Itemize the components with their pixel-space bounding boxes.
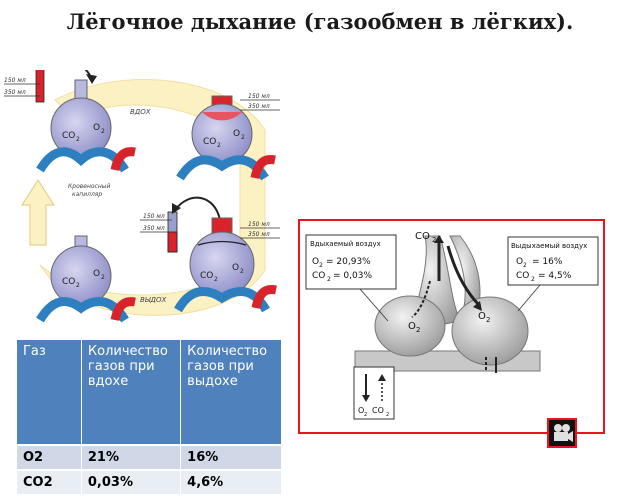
cycle-arrow-up <box>21 179 55 246</box>
alveoli-diagram: CO 2 O 2 O 2 Вдыхаемый воздух O 2 = 20,9… <box>305 231 599 420</box>
svg-text:капилляр: капилляр <box>72 191 102 198</box>
svg-text:CO: CO <box>372 406 384 415</box>
header-exhale: Количество газов при выдохе <box>180 340 282 446</box>
exhaled-o2-value: = 16% <box>532 257 563 267</box>
svg-text:350 мл: 350 мл <box>248 103 270 110</box>
page-title: Лёгочное дыхание (газообмен в лёгких). <box>66 9 574 34</box>
svg-text:350 мл: 350 мл <box>248 231 270 238</box>
left-o2-label: O <box>408 321 416 332</box>
svg-text:2: 2 <box>240 268 244 275</box>
alveolus-right <box>451 296 529 366</box>
svg-text:2: 2 <box>76 136 80 143</box>
svg-text:CO: CO <box>62 131 75 141</box>
table-row: О2 21% 16% <box>17 445 282 471</box>
svg-text:CO: CO <box>312 271 325 281</box>
svg-text:2: 2 <box>76 282 80 289</box>
table-header-row: Газ Количество газов при вдохе Количеств… <box>17 340 282 446</box>
movie-camera-icon[interactable] <box>547 418 577 448</box>
vol-150-label: 150 мл <box>4 77 26 84</box>
svg-text:150 мл: 150 мл <box>248 93 270 100</box>
right-o2-label: O <box>478 311 486 322</box>
svg-text:O: O <box>358 406 364 415</box>
svg-text:O: O <box>93 269 100 279</box>
svg-text:2: 2 <box>432 236 436 244</box>
header-gas: Газ <box>17 340 82 446</box>
svg-text:CO: CO <box>62 277 75 287</box>
svg-text:150 мл: 150 мл <box>143 213 165 220</box>
svg-text:2: 2 <box>531 276 535 283</box>
svg-text:CO: CO <box>200 271 213 281</box>
svg-text:350 мл: 350 мл <box>143 225 165 232</box>
exhaled-co2-value: = 4,5% <box>538 271 572 281</box>
svg-text:CO: CO <box>516 271 529 281</box>
inhaled-co2-value: = 0,03% <box>333 271 372 281</box>
exhale-label: ВЫДОХ <box>140 296 167 304</box>
svg-text:O: O <box>232 263 239 273</box>
alveolus-top-left: 150 мл 350 мл CO 2 O 2 <box>4 70 136 173</box>
alveolus-left <box>374 295 446 357</box>
svg-text:2: 2 <box>523 262 527 269</box>
gas-exchange-cycle-diagram: 150 мл 350 мл CO 2 O 2 150 мл 350 мл ВДО… <box>4 70 280 323</box>
svg-text:CO: CO <box>203 137 216 147</box>
exhaled-header: Выдыхаемый воздух <box>511 242 587 250</box>
inhaled-header: Вдыхаемый воздух <box>310 240 381 248</box>
svg-text:2: 2 <box>101 128 105 135</box>
syringe-bottom: 150 мл 350 мл <box>140 196 221 253</box>
svg-text:2: 2 <box>319 262 323 269</box>
alveoli-panel: CO 2 O 2 O 2 Вдыхаемый воздух O 2 = 20,9… <box>298 219 605 434</box>
inhaled-o2-value: = 20,93% <box>326 257 371 267</box>
inhaled-air-box: Вдыхаемый воздух O 2 = 20,93% CO 2 = 0,0… <box>305 234 397 322</box>
top-co2-label: CO <box>415 231 430 242</box>
svg-text:O: O <box>93 123 100 133</box>
alveolus-bottom-right: 150 мл 350 мл CO 2 O 2 ВЫДОХ <box>140 217 280 313</box>
vol-350-label: 350 мл <box>4 89 26 96</box>
svg-text:O: O <box>312 257 319 267</box>
svg-text:O: O <box>516 257 523 267</box>
header-inhale: Количество газов при вдохе <box>81 340 182 446</box>
svg-text:2: 2 <box>486 316 490 324</box>
alveolus-top-right: 150 мл 350 мл ВДОХ CO 2 O 2 <box>130 93 280 181</box>
inhale-label: ВДОХ <box>130 108 151 116</box>
exhaled-air-box: Выдыхаемый воздух O 2 = 16% CO 2 = 4,5% <box>507 236 599 312</box>
svg-text:2: 2 <box>386 412 389 418</box>
table-row: СО2 0,03% 4,6% <box>17 470 282 496</box>
svg-text:2: 2 <box>217 142 221 149</box>
svg-text:O: O <box>233 129 240 139</box>
svg-text:2: 2 <box>214 276 218 283</box>
gas-comparison-table: Газ Количество газов при вдохе Количеств… <box>17 340 282 496</box>
capillary-label: Кровеносный <box>68 183 111 190</box>
svg-text:150 мл: 150 мл <box>248 221 270 228</box>
svg-text:2: 2 <box>101 274 105 281</box>
svg-text:2: 2 <box>364 412 367 418</box>
svg-text:2: 2 <box>416 326 420 334</box>
svg-text:2: 2 <box>327 276 331 283</box>
legend-box: O 2 CO 2 <box>353 366 395 420</box>
alveolus-bottom-left: CO 2 O 2 <box>36 235 136 323</box>
svg-text:2: 2 <box>241 134 245 141</box>
